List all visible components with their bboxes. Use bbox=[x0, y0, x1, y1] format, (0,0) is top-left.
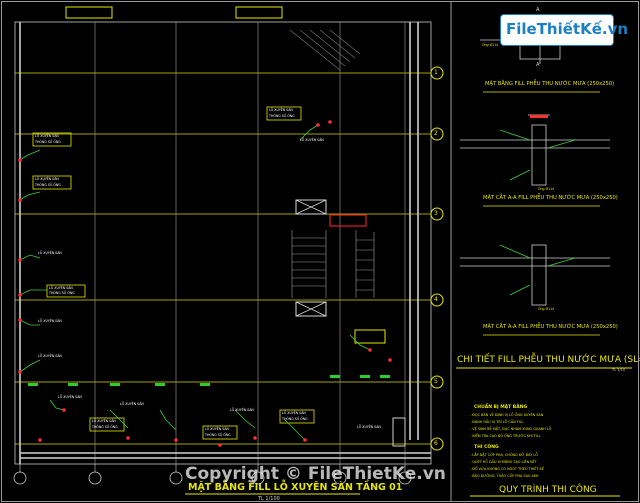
grid-number: 3 bbox=[434, 210, 438, 217]
note-line: - QUÉT HỒ DẦU XI MĂNG TẠO LIÊN KẾT bbox=[470, 460, 537, 464]
detail-3-title: MẶT CẮT A-A FILL PHỄU THU NƯỚC MƯA (250x… bbox=[483, 324, 618, 330]
copyright-watermark: Copyright © FileThietKe.vn bbox=[185, 464, 446, 484]
tag-sub: THÔNG SỐ ỐNG bbox=[35, 140, 61, 144]
tag-label: LỖ XUYÊN SÀN bbox=[230, 408, 254, 412]
tag-label: LỖ XUYÊN SÀN bbox=[38, 319, 62, 323]
plan-title: MẶT BẰNG FILL LỖ XUYÊN SÀN TẦNG 01 bbox=[188, 482, 403, 493]
notes-title: QUY TRÌNH THI CÔNG bbox=[499, 485, 597, 495]
grid-number: 1 bbox=[434, 69, 438, 76]
detail-1-title: MẶT BẰNG FILL PHỄU THU NƯỚC MƯA (250x250… bbox=[485, 81, 615, 87]
tag-label: LỖ XUYÊN SÀN bbox=[58, 395, 82, 399]
grid-number: 4 bbox=[434, 296, 438, 303]
tag-label: LỖ XUYÊN SÀN bbox=[49, 286, 73, 290]
site-logo: FileThiếtKế.vn bbox=[500, 14, 628, 46]
tag-label: LỖ XUYÊN SÀN bbox=[35, 177, 59, 181]
pipe-label: Ống Ø114 bbox=[538, 187, 555, 191]
grid-number: 2 bbox=[434, 130, 438, 137]
note-line: - LẮP ĐẶT CỐP PHA, CHỐNG ĐỠ ĐÁY LỖ bbox=[470, 453, 538, 457]
tag-sub: THÔNG SỐ ỐNG bbox=[92, 425, 118, 429]
tag-label: LỖ XUYÊN SÀN bbox=[269, 108, 293, 112]
grid-number: 6 bbox=[434, 440, 438, 447]
tag-sub: THÔNG SỐ ỐNG bbox=[269, 114, 295, 118]
tag-sub: THÔNG SỐ ỐNG bbox=[282, 417, 308, 421]
tag-label: LỖ XUYÊN SÀN bbox=[38, 354, 62, 358]
tag-label: LỖ XUYÊN SÀN bbox=[300, 138, 324, 142]
tag-sub: THÔNG SỐ ỐNG bbox=[35, 183, 61, 187]
note-line: - BẢO DƯỠNG, THÁO CỐP PHA SAU 48H bbox=[470, 474, 539, 478]
tag-label: LỖ XUYÊN SÀN bbox=[38, 251, 62, 255]
detail-main-scale: TL 1/10 bbox=[612, 368, 626, 372]
note-line: - ĐỌC BẢN VẼ ĐỊNH VỊ LỖ ỐNG XUYÊN SÀN bbox=[470, 413, 544, 417]
tag-label: LỖ XUYÊN SÀN bbox=[35, 134, 59, 138]
note-line: - ĐỔ VỮA KHÔNG CO NGÓT THEO THIẾT KẾ bbox=[470, 467, 544, 471]
detail-2-title: MẶT CẮT A-A FILL PHỄU THU NƯỚC MƯA (250x… bbox=[483, 195, 618, 201]
logo-frame bbox=[500, 14, 614, 46]
note-line: - VỆ SINH BỀ MẶT, ĐỤC NHÁM XUNG QUANH LỖ bbox=[470, 427, 552, 431]
logo-text: FileThiếtKế.vn bbox=[506, 20, 629, 38]
pipe-label: Ống Ø114 bbox=[538, 307, 555, 311]
plan-scale: TL 1/100 bbox=[258, 496, 280, 502]
tag-label: LỖ XUYÊN SÀN bbox=[120, 402, 144, 406]
tag-label: LỖ XUYÊN SÀN bbox=[92, 419, 116, 423]
notes-heading-2: THI CÔNG bbox=[474, 445, 499, 450]
tag-label: LỖ XUYÊN SÀN bbox=[357, 425, 381, 429]
section-marker: A bbox=[536, 7, 540, 13]
note-line: - KIỂM TRA CAO ĐỘ ỐNG TRƯỚC KHI FILL bbox=[470, 434, 541, 438]
note-line: - ĐÁNH DẤU VỊ TRÍ LỖ CẦN FILL bbox=[470, 420, 524, 424]
tag-sub: THÔNG SỐ ỐNG bbox=[205, 433, 231, 437]
grid-number: 5 bbox=[434, 378, 438, 385]
tag-label: LỖ XUYÊN SÀN bbox=[282, 411, 306, 415]
pipe-label: Ống Ø114 bbox=[482, 43, 499, 47]
detail-main-title: CHI TIẾT FILL PHỄU THU NƯỚC MƯA (SL=24) bbox=[457, 355, 640, 365]
section-marker: A bbox=[536, 62, 540, 68]
tag-label: LỖ XUYÊN SÀN bbox=[205, 427, 229, 431]
notes-heading-1: CHUẨN BỊ MẶT BẰNG bbox=[474, 405, 528, 410]
tag-sub: THÔNG SỐ ỐNG bbox=[49, 291, 75, 295]
